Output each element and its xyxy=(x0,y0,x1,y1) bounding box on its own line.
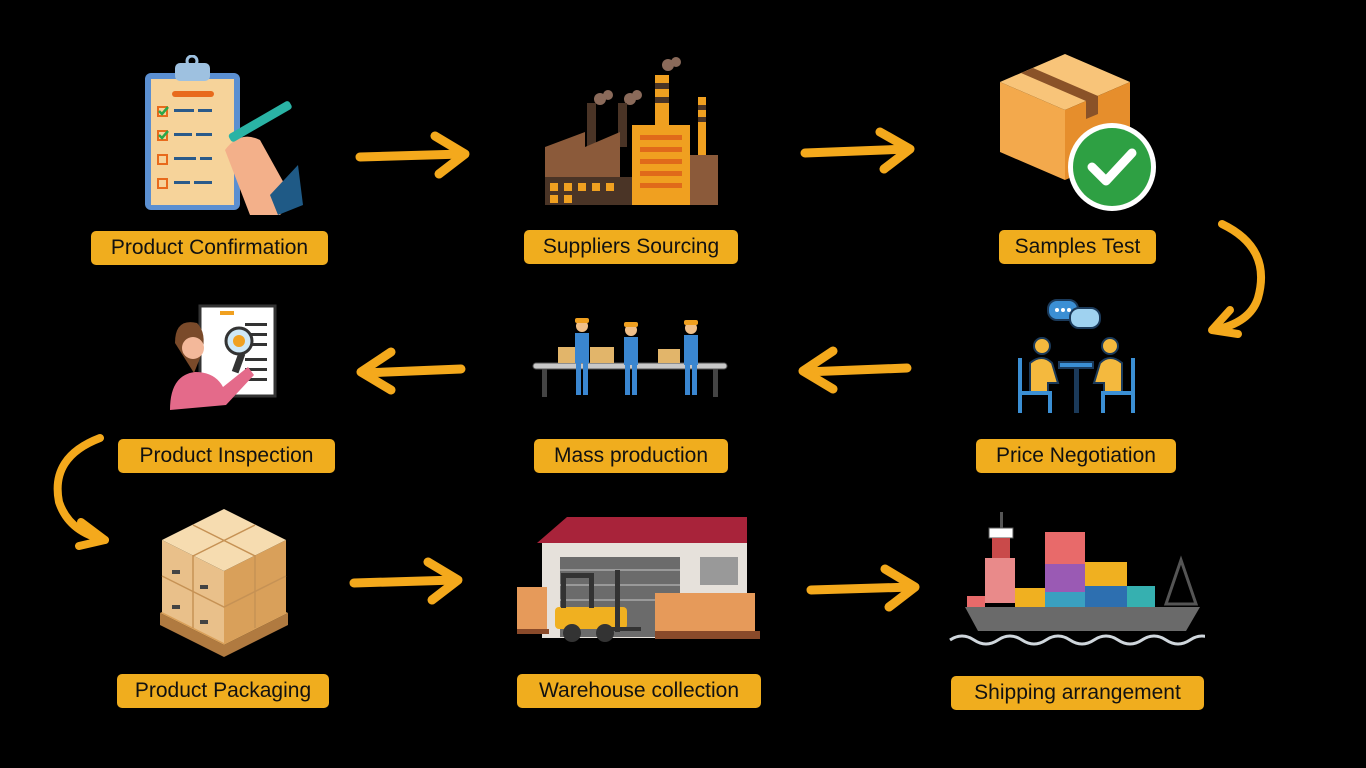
factory-icon xyxy=(545,57,718,205)
arrow-right-icon xyxy=(800,127,915,174)
arrow-right-icon xyxy=(349,557,463,605)
step-label-shipping-arrangement: Shipping arrangement xyxy=(951,676,1204,710)
step-label-suppliers-sourcing: Suppliers Sourcing xyxy=(524,230,738,264)
step-label-samples-test: Samples Test xyxy=(999,230,1156,264)
pallet-boxes-icon xyxy=(160,509,288,657)
box-checkmark-icon xyxy=(1000,54,1156,211)
step-label-product-inspection: Product Inspection xyxy=(118,439,335,473)
step-label-warehouse-collection: Warehouse collection xyxy=(517,674,761,708)
step-label-product-packaging: Product Packaging xyxy=(117,674,329,708)
assembly-line-icon xyxy=(532,318,728,397)
clipboard-checklist-icon xyxy=(145,55,303,215)
arrow-left-icon xyxy=(798,346,912,394)
arrow-right-icon xyxy=(806,564,920,612)
meeting-table-icon xyxy=(1018,299,1135,413)
step-label-mass-production: Mass production xyxy=(534,439,728,473)
arrow-right-icon xyxy=(355,131,470,179)
step-label-product-confirmation: Product Confirmation xyxy=(91,231,328,265)
step-label-price-negotiation: Price Negotiation xyxy=(976,439,1176,473)
cargo-ship-icon xyxy=(949,512,1205,646)
arrow-left-icon xyxy=(356,347,466,395)
curved-arrow-down-icon xyxy=(53,434,109,550)
curved-arrow-down-icon xyxy=(1208,220,1266,338)
warehouse-forklift-icon xyxy=(517,517,760,642)
inspector-magnifier-icon xyxy=(170,304,277,410)
